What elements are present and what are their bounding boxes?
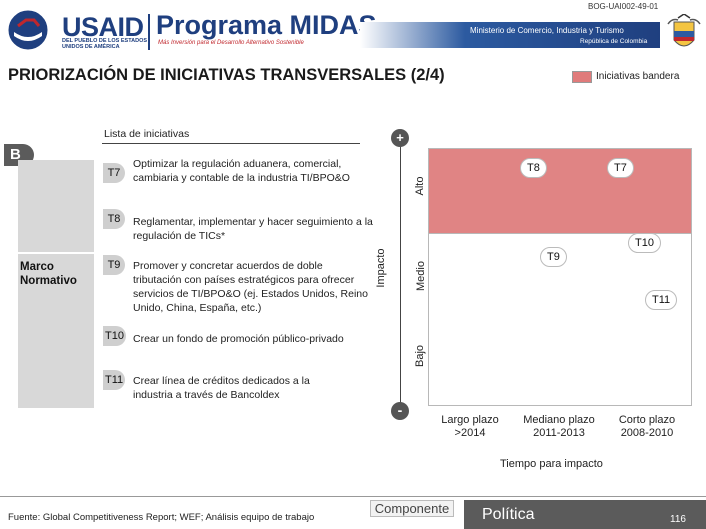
impact-level-label: Alto (414, 176, 426, 196)
program-tagline: Más Inversión para el Desarrollo Alterna… (158, 40, 304, 46)
impact-high-marker: + (391, 129, 409, 147)
initiative-text: Crear un fondo de promoción público-priv… (133, 333, 344, 345)
time-level-range: 2011-2013 (533, 427, 585, 439)
time-level-label: Largo plazo >2014 (430, 414, 510, 440)
matrix-bubble: T7 (607, 158, 634, 178)
time-axis-label: Tiempo para impacto (500, 458, 603, 470)
legend-label: Iniciativas bandera (596, 71, 680, 82)
initiative-text: Promover y concretar acuerdos de doble t… (133, 260, 368, 314)
component-name: Política (482, 506, 535, 523)
component-label: Componente (370, 500, 454, 517)
document-code: BOG-UAI002-49-01 (588, 2, 659, 11)
initiative-id: T7 (103, 163, 125, 183)
matrix-bubble: T9 (540, 247, 567, 267)
legend-swatch (572, 71, 592, 83)
ministry-name: Ministerio de Comercio, Industria y Turi… (470, 26, 624, 35)
footer-bar (464, 500, 706, 529)
time-level-range: >2014 (454, 427, 486, 439)
group-label-line: Marco (20, 261, 54, 273)
republic-name: República de Colombia (580, 38, 648, 45)
usaid-subtitle: DEL PUEBLO DE LOS ESTADOS UNIDOS DE AMÉR… (62, 38, 148, 50)
initiative-text: Crear línea de créditos dedicados a la i… (133, 375, 310, 401)
group-bar (18, 160, 94, 252)
initiative-id: T8 (103, 209, 125, 229)
initiative-text: Reglamentar, implementar y hacer seguimi… (133, 216, 373, 242)
group-label-line: Normativo (20, 275, 77, 287)
impact-low-marker: - (391, 402, 409, 420)
impact-level-label: Bajo (414, 344, 426, 368)
time-level-name: Largo plazo (441, 414, 499, 426)
impact-axis-label: Impacto (375, 248, 387, 288)
colombia-coat-of-arms-icon (667, 14, 701, 47)
time-level-name: Corto plazo (618, 414, 676, 426)
page-title: PRIORIZACIÓN DE INICIATIVAS TRANSVERSALE… (8, 66, 445, 84)
time-level-label: Corto plazo 2008-2010 (606, 414, 688, 440)
page-number: 116 (670, 514, 686, 525)
flagship-zone (428, 148, 692, 234)
initiative-id: T11 (103, 370, 126, 390)
time-level-label: Mediano plazo 2011-2013 (512, 414, 606, 440)
header-divider (148, 14, 150, 50)
time-level-name: Mediano plazo (523, 414, 595, 426)
footer-divider (0, 496, 706, 497)
matrix-bubble: T11 (645, 290, 678, 310)
initiative-text: Optimizar la regulación aduanera, comerc… (133, 158, 350, 184)
ministry-banner (360, 22, 660, 48)
initiative-id: T9 (103, 255, 125, 275)
list-title-underline (102, 143, 360, 144)
group-bar (18, 254, 94, 408)
initiative-id: T10 (103, 326, 126, 346)
source-note: Fuente: Global Competitiveness Report; W… (8, 512, 315, 523)
impact-level-label: Medio (415, 261, 427, 291)
usaid-seal-icon (7, 9, 49, 51)
matrix-bubble: T8 (520, 158, 547, 178)
impact-axis-line (400, 144, 401, 406)
program-name: Programa MIDAS (156, 10, 377, 40)
group-label: Marco Normativo (20, 260, 77, 288)
time-level-range: 2008-2010 (620, 427, 674, 439)
matrix-bubble: T10 (628, 233, 661, 253)
usaid-wordmark: USAID (62, 12, 144, 42)
list-title: Lista de iniciativas (104, 128, 190, 140)
